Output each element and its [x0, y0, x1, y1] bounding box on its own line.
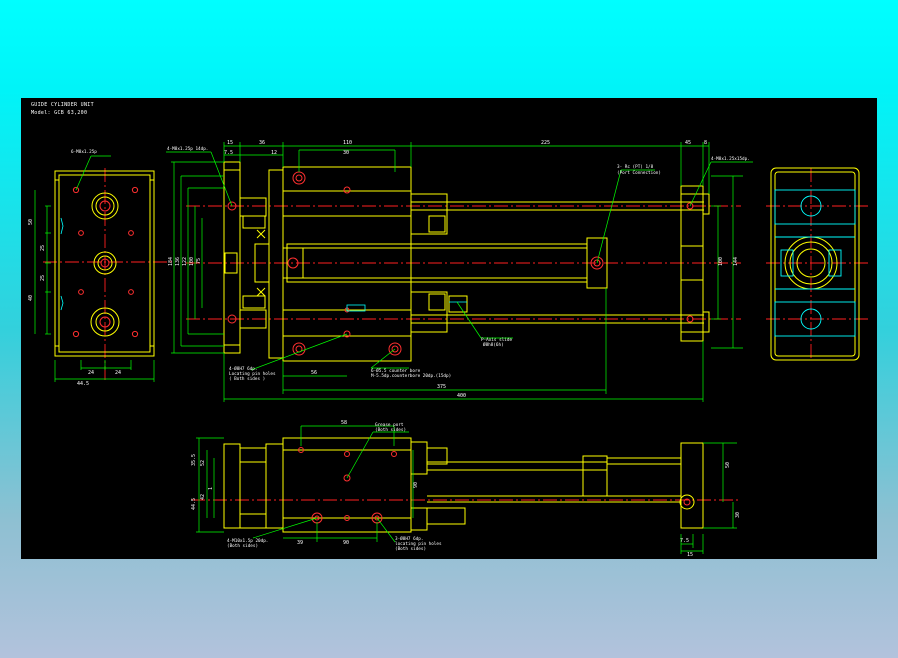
callout-4-m10-both: (Both sides): [227, 543, 258, 549]
callout-axis-slide: P-Axis slide: [481, 337, 512, 343]
dim-1: 1: [208, 487, 214, 490]
dim-56: 56: [311, 370, 317, 376]
dim-45: 45: [685, 140, 691, 146]
dim-400: 400: [457, 393, 466, 399]
callout-counterbore-depth: M-5.5dp.counterbore 20dp.(15dp): [371, 373, 451, 379]
front-view: 15 36 110 225 45 8 7.5 12 30 56 375 400 …: [166, 140, 753, 402]
dim-42: 42: [200, 494, 206, 500]
center-lines: [43, 168, 871, 501]
dim-144: 144: [733, 257, 739, 266]
callout-3-pin-locating: locating pin holes: [395, 541, 442, 547]
dim-136: 136: [175, 257, 181, 266]
callout-pin-holes: 4-Ø8H7 6dp.: [229, 365, 257, 372]
callout-grease-both: (Both sides): [375, 427, 406, 433]
dim-375: 375: [437, 384, 446, 390]
dim-40: 40: [28, 295, 34, 301]
callout-6-m8: 6-M8x1.25p: [71, 149, 97, 155]
callout-both-sides: ( Both sides ): [229, 376, 265, 382]
dim-30: 30: [343, 150, 349, 156]
left-end-view: 50 25 25 40 24 24 44.5 6-M8x1.25p: [28, 149, 155, 387]
callout-grease-port: Grease port: [375, 422, 404, 428]
dim-90: 90: [343, 540, 349, 546]
dim-30-right: 30: [735, 512, 741, 518]
drawing-canvas: GUIDE CYLINDER UNIT Model: GCB 63,200: [21, 98, 877, 559]
dim-90-vert: 90: [413, 482, 419, 488]
callout-3-pin-both: (Both sides): [395, 546, 426, 552]
dim-50: 50: [28, 219, 34, 225]
dim-100-left: 100: [189, 257, 195, 266]
dim-36: 36: [259, 140, 265, 146]
dim-15: 15: [227, 140, 233, 146]
dim-225: 225: [541, 140, 550, 146]
dim-25b: 25: [40, 275, 46, 281]
callout-axis-slide-dim: Ø8h8(6h): [483, 341, 504, 348]
callout-rc-pt: 3- Rc (PT) 1/8: [617, 164, 654, 170]
dim-15b: 15: [687, 552, 693, 558]
dim-122: 122: [182, 257, 188, 266]
dim-75-left: 75: [196, 258, 202, 264]
dim-8: 8: [704, 140, 707, 146]
dim-52: 52: [200, 460, 206, 466]
dim-44-5: 44.5: [77, 381, 89, 387]
callout-4-m10: 4-M10x1.5p 20dp.: [227, 538, 268, 544]
callout-port-connection: (Port Connection): [617, 170, 661, 176]
right-end-view: [770, 167, 860, 361]
dim-25a: 25: [40, 245, 46, 251]
dim-39: 39: [297, 540, 303, 546]
dim-24a: 24: [88, 370, 94, 376]
callout-counter-bore: 6-Ø5.5 counter bore: [371, 367, 421, 374]
callout-3-pin: 3-Ø8H7 6dp.: [395, 535, 423, 542]
dim-50-right: 50: [725, 462, 731, 468]
callout-locating-pin: Locating pin holes: [229, 371, 276, 377]
title-block: GUIDE CYLINDER UNIT Model: GCB 63,200: [31, 101, 94, 117]
dim-7-5b: 7.5: [680, 538, 689, 544]
dim-110: 110: [343, 140, 352, 146]
title-line-1: GUIDE CYLINDER UNIT: [31, 102, 94, 108]
dim-100-right: 100: [718, 257, 724, 266]
title-line-2: Model: GCB 63,200: [31, 110, 88, 116]
callout-4-m8-15dp: 4-M8x1.25x15dp.: [711, 156, 750, 162]
dim-12: 12: [271, 150, 277, 156]
cad-drawing: 50 25 25 40 24 24 44.5 6-M8x1.25p: [28, 140, 871, 558]
plan-view: 58 39 90 35.5 52 44.5 42 1 90 50 30 7.5 …: [191, 420, 741, 558]
dim-44-5b: 44.5: [191, 498, 197, 510]
dim-24b: 24: [115, 370, 121, 376]
dim-184: 184: [168, 257, 174, 266]
dim-35-5: 35.5: [191, 454, 197, 466]
dim-7-5: 7.5: [224, 150, 233, 156]
dim-58: 58: [341, 420, 347, 426]
callout-4-m8-14dp: 4-M8x1.25p 14dp.: [167, 146, 208, 152]
